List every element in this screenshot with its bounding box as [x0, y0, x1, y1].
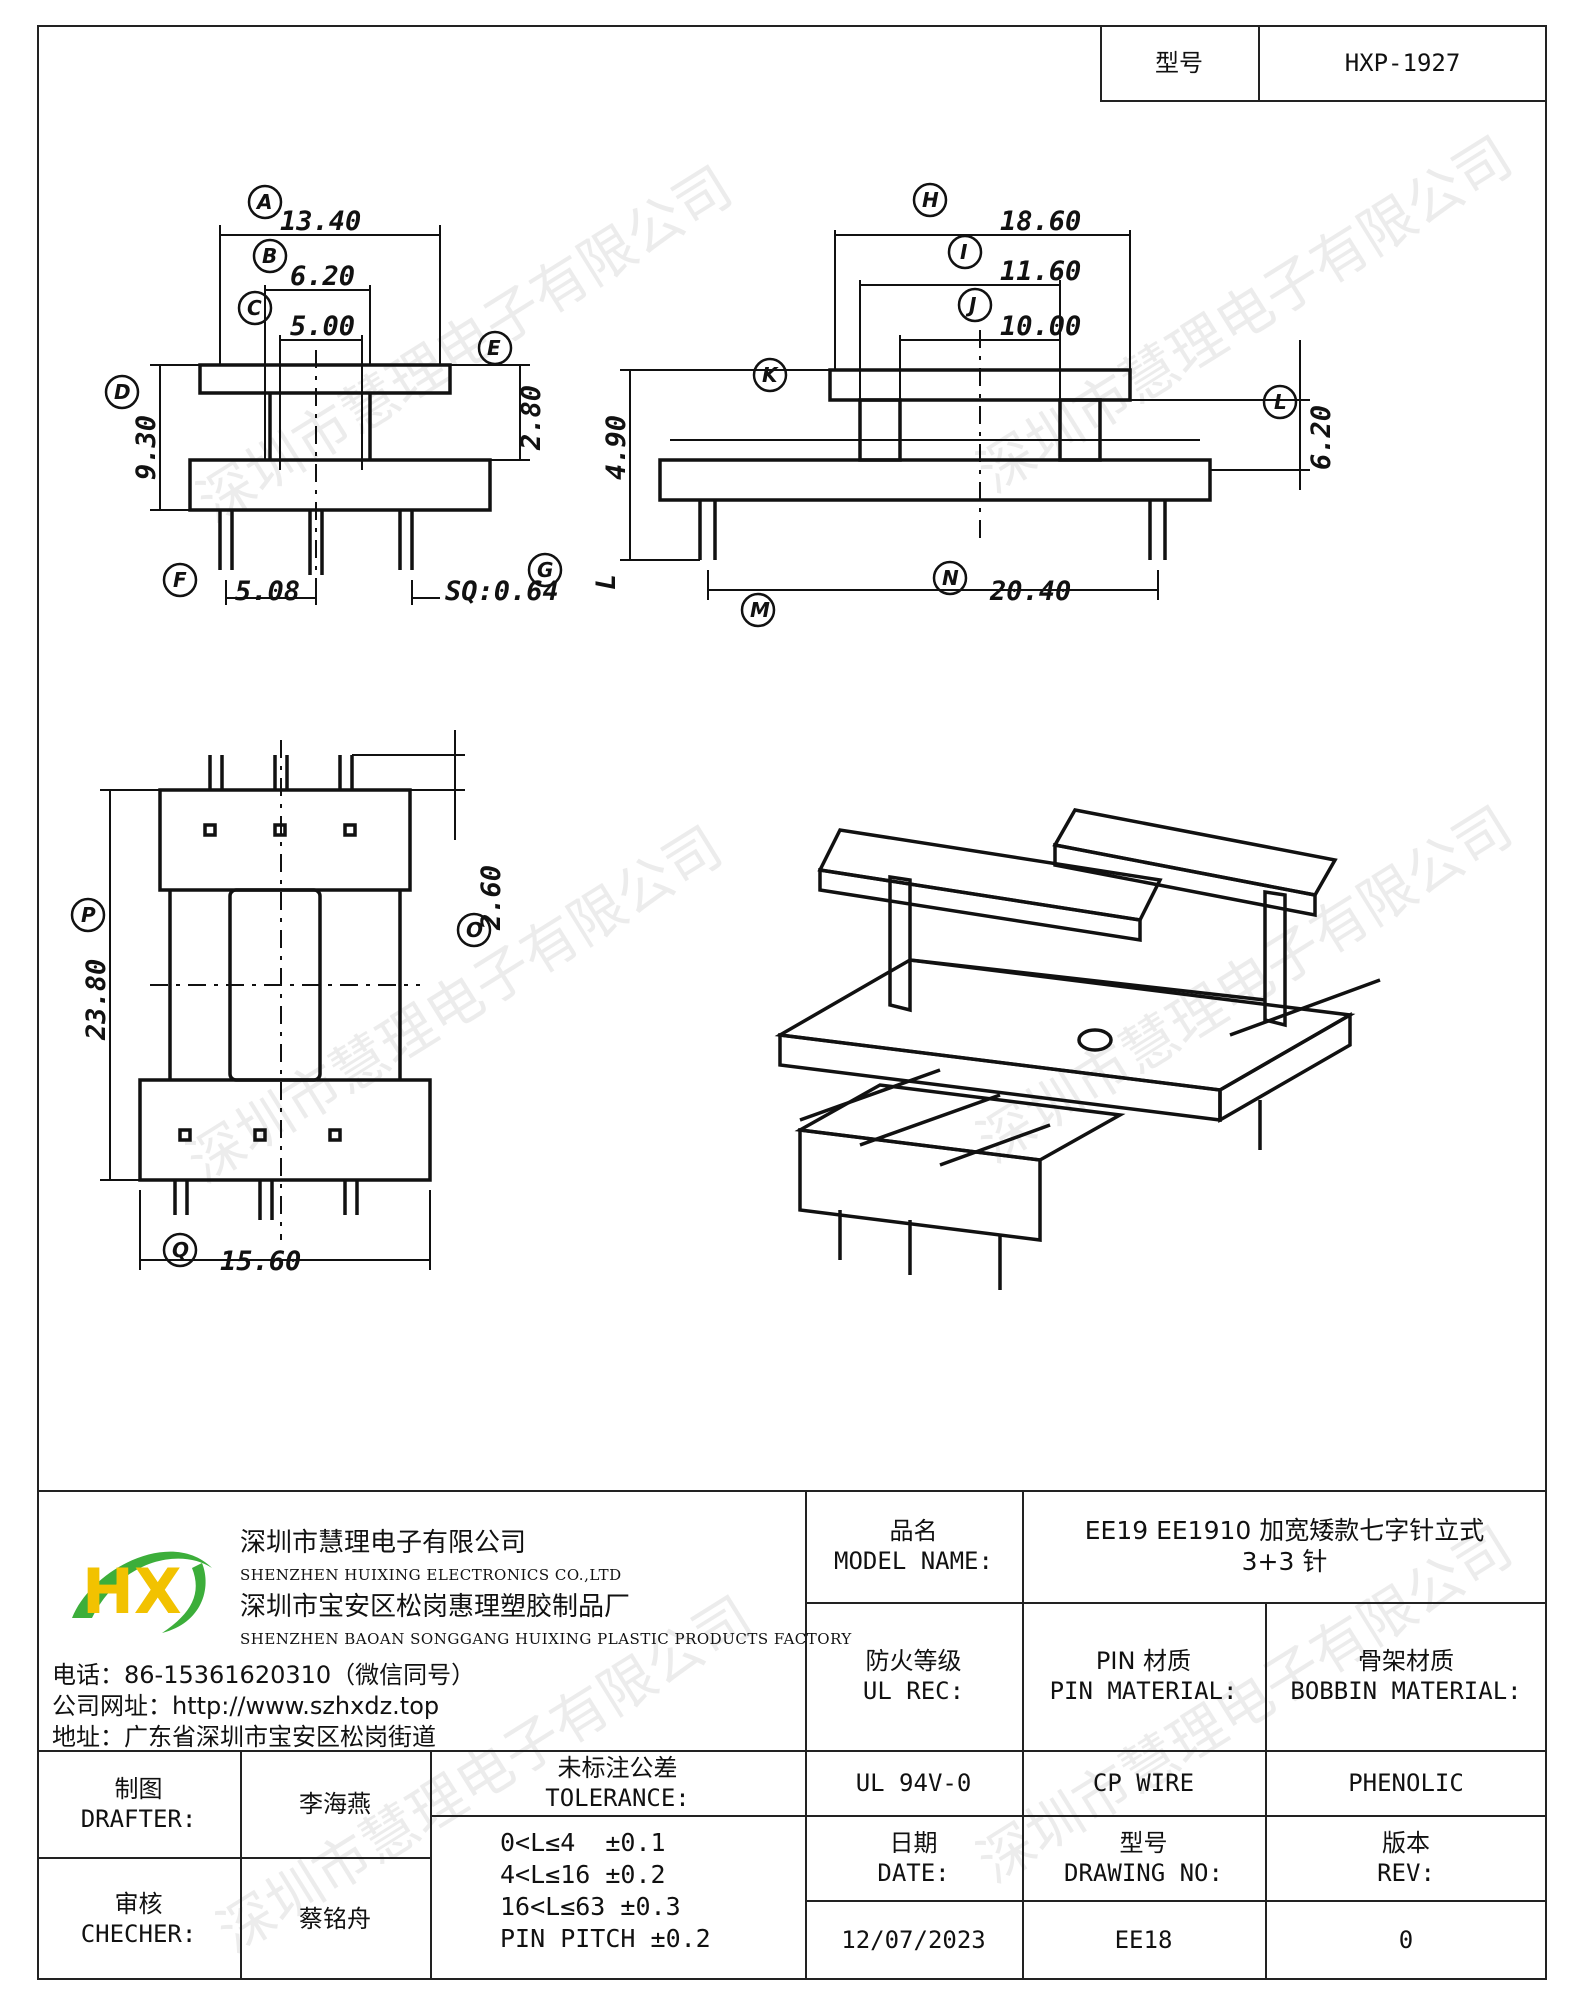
bobbin-material-value: PHENOLIC	[1348, 1768, 1464, 1797]
checker-value: 蔡铭舟	[299, 1904, 371, 1933]
company-logo: HX	[52, 1508, 220, 1648]
company-name-en: SHENZHEN HUIXING ELECTRONICS CO.,LTD	[240, 1566, 622, 1584]
dim-c: 5.00	[290, 311, 355, 342]
tolerance-line: PIN PITCH ±0.2	[500, 1924, 711, 1953]
factory-name-en: SHENZHEN BAOAN SONGGANG HUIXING PLASTIC …	[240, 1630, 852, 1648]
factory-name-cn: 深圳市宝安区松岗惠理塑胶制品厂	[240, 1592, 631, 1622]
svg-text:O: O	[466, 918, 483, 942]
drawing-frame	[37, 25, 1547, 1980]
svg-text:N: N	[942, 566, 959, 590]
company-website: 公司网址：http://www.szhxdz.top	[52, 1692, 440, 1720]
dim-m: L	[591, 574, 622, 590]
dim-p: 23.80	[81, 959, 112, 1041]
dim-g: SQ:0.64	[445, 576, 559, 607]
model-label: 型号	[1155, 49, 1203, 77]
model-value: HXP-1927	[1344, 49, 1461, 77]
svg-text:B: B	[262, 244, 277, 268]
dim-o: 2.60	[476, 865, 507, 931]
dim-j: 10.00	[1000, 311, 1081, 342]
pin-material-value: CP WIRE	[1092, 1768, 1195, 1797]
svg-text:HX: HX	[82, 1555, 182, 1628]
svg-text:F: F	[173, 568, 187, 592]
ul-value: UL 94V-0	[855, 1768, 972, 1797]
technical-drawing: 13.40 6.20 5.00 9.30 2.80 5.08 SQ:0.64 1…	[70, 182, 1381, 1290]
svg-text:A: A	[255, 190, 272, 214]
svg-text:L: L	[1274, 390, 1287, 414]
svg-text:G: G	[537, 558, 553, 582]
svg-text:D: D	[114, 380, 131, 404]
company-address: 地址：广东省深圳市宝安区松岗街道	[52, 1723, 436, 1751]
tolerance-values: 0<L≤4 ±0.1 4<L≤16 ±0.2 16<L≤63 ±0.3 PIN …	[500, 1827, 711, 1955]
dim-q: 15.60	[220, 1246, 301, 1277]
top-view	[100, 730, 465, 1270]
svg-text:I: I	[960, 240, 968, 264]
svg-text:C: C	[247, 296, 262, 320]
dim-d: 9.30	[131, 415, 162, 480]
dim-l: 6.20	[1306, 405, 1337, 470]
dim-e: 2.80	[516, 385, 547, 451]
side-view	[620, 230, 1310, 600]
svg-text:M: M	[750, 598, 770, 622]
dim-b: 6.20	[290, 261, 355, 292]
company-phone: 电话：86-15361620310（微信同号）	[52, 1661, 476, 1689]
drafter-value: 李海燕	[299, 1789, 371, 1818]
tolerance-line: 4<L≤16 ±0.2	[500, 1860, 666, 1889]
svg-text:E: E	[487, 336, 501, 360]
front-view	[150, 225, 530, 605]
dim-i: 11.60	[1000, 256, 1081, 287]
date-value: 12/07/2023	[841, 1926, 986, 1954]
tolerance-line: 16<L≤63 ±0.3	[500, 1892, 681, 1921]
company-name-cn: 深圳市慧理电子有限公司	[240, 1528, 527, 1558]
drawing-no-value: EE18	[1114, 1926, 1173, 1954]
dim-h: 18.60	[1000, 206, 1081, 237]
dim-n: 20.40	[989, 576, 1071, 607]
svg-text:P: P	[81, 903, 96, 927]
tolerance-line: 0<L≤4 ±0.1	[500, 1828, 666, 1857]
svg-text:J: J	[965, 293, 977, 317]
svg-text:Q: Q	[172, 1238, 189, 1262]
dim-f: 5.08	[235, 576, 300, 607]
svg-text:H: H	[922, 188, 939, 212]
rev-value: 0	[1398, 1926, 1414, 1954]
dim-a: 13.40	[280, 206, 361, 237]
isometric-view	[774, 808, 1381, 1290]
dim-k: 4.90	[601, 415, 632, 480]
svg-text:K: K	[762, 363, 779, 387]
